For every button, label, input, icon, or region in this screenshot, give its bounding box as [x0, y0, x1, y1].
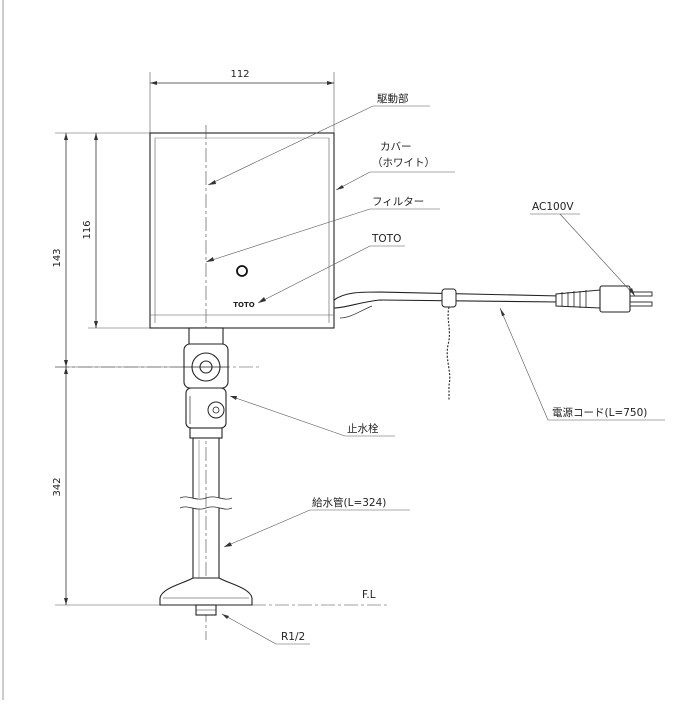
sensor-window-icon [236, 265, 248, 277]
stop-valve-label: 止水栓 [347, 422, 379, 435]
dim-width-label: 112 [230, 69, 249, 80]
drive-unit-label: 駆動部 [377, 92, 409, 105]
dim-342-label: 342 [52, 477, 63, 496]
filter-label: フィルター [372, 196, 424, 208]
dim-outer-vertical: 143 342 [52, 132, 188, 606]
cover-label: カバー [380, 141, 412, 153]
drive-unit-cover: TOTO [149, 132, 335, 329]
dim-143-label: 143 [52, 248, 63, 267]
chain [446, 306, 451, 400]
power-cord-label: 電源コード(L=750) [552, 406, 647, 419]
cover-color-label: （ホワイト） [372, 157, 435, 169]
stop-valve-body [183, 327, 229, 439]
thread-label: R1/2 [281, 631, 305, 643]
power-cord [333, 285, 653, 400]
ac-plug-label: AC100V [532, 201, 574, 213]
dim-116-label: 116 [82, 220, 93, 239]
callouts: 駆動部 カバー （ホワイト） フィルター TOTO AC100V 電源コード(L… [205, 92, 665, 645]
brand-label: TOTO [371, 233, 401, 245]
dim-width: 112 [149, 69, 335, 133]
supply-pipe-label: 給水管(L=324) [312, 496, 386, 509]
floor-flange [159, 577, 253, 616]
toto-logo: TOTO [233, 301, 255, 309]
dim-cover-height: 116 [82, 133, 150, 329]
floor-line-label: F.L [362, 589, 376, 601]
supply-pipe [179, 438, 233, 578]
plug-icon [599, 285, 631, 313]
